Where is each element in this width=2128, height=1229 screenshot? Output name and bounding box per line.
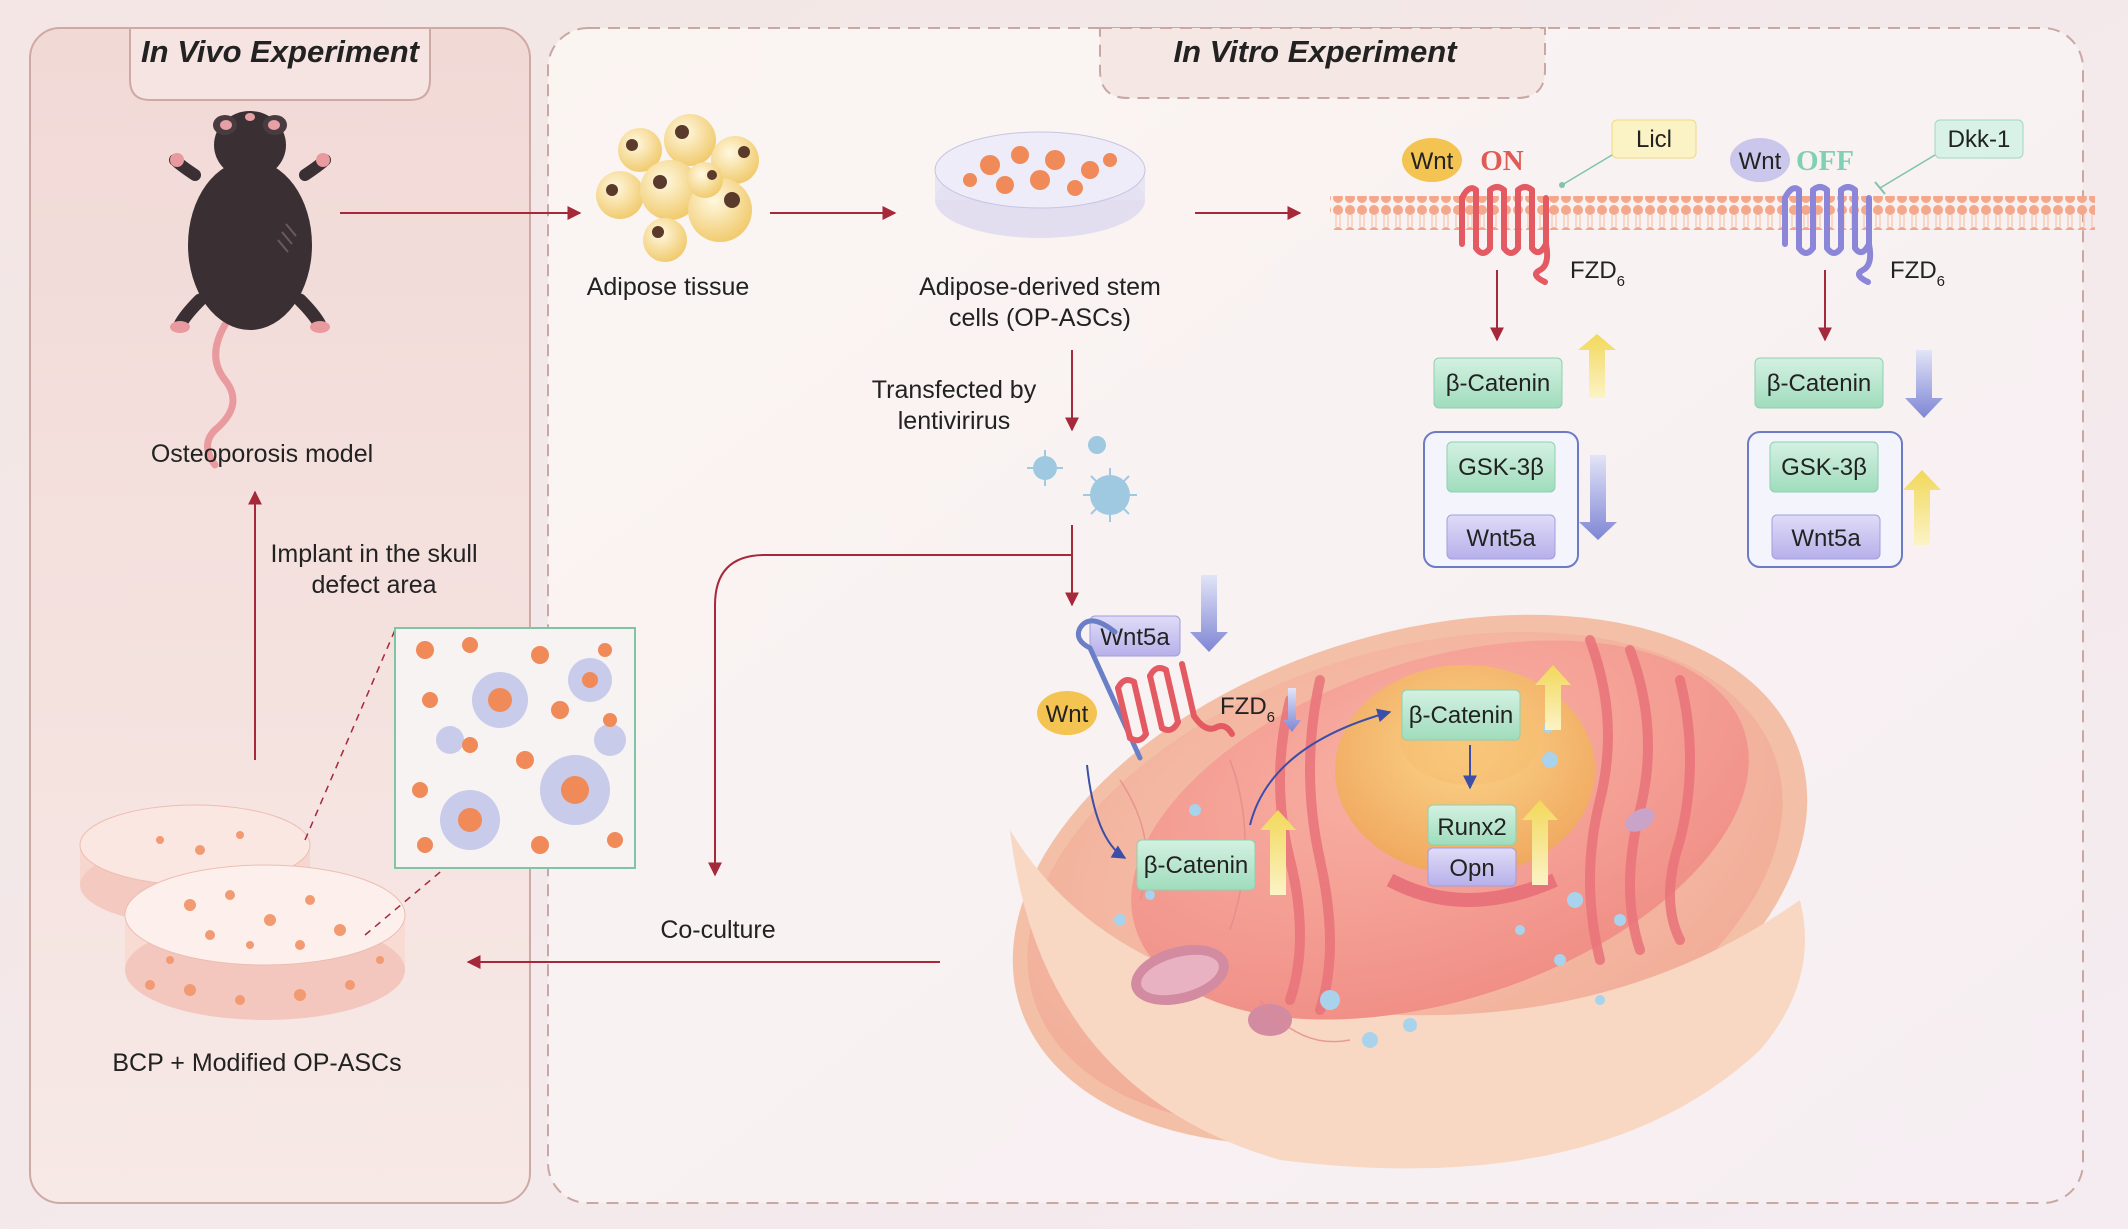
off-state-label: OFF bbox=[1796, 145, 1854, 177]
transfected-label-line1: Transfected by bbox=[872, 376, 1037, 404]
cell-wnt5a-box bbox=[1089, 615, 1181, 657]
cell-beta-catenin-nuc-label: β-Catenin bbox=[1409, 702, 1514, 729]
cell-flow-to-cytoplasm bbox=[1086, 764, 1127, 859]
runx2-box bbox=[1427, 804, 1517, 846]
adsc-label-line1: Adipose-derived stem bbox=[919, 273, 1161, 301]
cell-illustration bbox=[1010, 614, 1808, 1169]
pathway-off: Wnt OFF Dkk-1 FZD6 β-Catenin GSK-3β Wnt5… bbox=[1730, 119, 2024, 568]
virus-particles bbox=[1027, 436, 1137, 522]
licl-line bbox=[1561, 154, 1613, 186]
fzd6-receptor-on bbox=[1459, 184, 1551, 285]
dkk1-box bbox=[1934, 119, 2024, 159]
wnt-ligand-off bbox=[1730, 138, 1790, 182]
adsc-label-line2: cells (OP-ASCs) bbox=[949, 304, 1131, 332]
wnt-ligand-off-label: Wnt bbox=[1739, 148, 1782, 175]
osteoporosis-model-label: Osteoporosis model bbox=[151, 440, 373, 468]
petri-dish-illustration bbox=[934, 131, 1146, 238]
up-arrow-cell-nuc bbox=[1535, 665, 1571, 730]
coculture-branch-arrow bbox=[708, 554, 1072, 877]
cell-membrane bbox=[1330, 196, 2095, 230]
cell-fzd6-receptor bbox=[1115, 661, 1235, 744]
down-arrow-cell-wnt5a bbox=[1190, 575, 1228, 652]
adipose-tissue-label: Adipose tissue bbox=[587, 273, 750, 301]
cell-beta-catenin-nuc-box bbox=[1401, 689, 1521, 741]
runx2-label: Runx2 bbox=[1437, 814, 1506, 841]
down-arrow-beta-catenin-off bbox=[1905, 350, 1943, 418]
opn-box bbox=[1427, 847, 1517, 887]
fzd6-on-label: FZD6 bbox=[1570, 257, 1625, 290]
gsk3b-on-label: GSK-3β bbox=[1458, 454, 1544, 481]
bcp-scaffold bbox=[79, 804, 406, 1020]
coculture-label: Co-culture bbox=[660, 916, 775, 944]
zoom-line-bottom bbox=[364, 867, 446, 936]
antagonist-icon bbox=[1075, 618, 1143, 761]
wnt5a-on-box bbox=[1446, 514, 1556, 560]
dkk1-line bbox=[1879, 154, 1936, 189]
up-arrow-wnt5a-off bbox=[1903, 470, 1941, 545]
licl-label: Licl bbox=[1636, 126, 1672, 153]
up-arrow-cell-cyto bbox=[1260, 810, 1296, 895]
wnt-ligand-on-label: Wnt bbox=[1411, 148, 1454, 175]
fzd6-receptor-off bbox=[1782, 184, 1874, 285]
in-vitro-title: In Vitro Experiment bbox=[1173, 34, 1458, 69]
zoom-inset bbox=[394, 627, 636, 869]
wnt5a-on-label: Wnt5a bbox=[1466, 525, 1536, 552]
fzd6-off-label: FZD6 bbox=[1890, 257, 1945, 290]
implant-label-line2: defect area bbox=[311, 571, 436, 599]
beta-catenin-off-label: β-Catenin bbox=[1767, 370, 1872, 397]
pathway-on: Wnt ON Licl FZD6 β-Catenin GSK-3β Wnt5a bbox=[1402, 119, 1697, 568]
beta-catenin-off-box bbox=[1754, 357, 1884, 409]
up-arrow-beta-catenin-on bbox=[1578, 334, 1616, 398]
gsk3b-off-box bbox=[1769, 441, 1879, 493]
cell-fzd6-label: FZD6 bbox=[1220, 693, 1275, 726]
in-vitro-title-tab bbox=[1099, 27, 1546, 99]
cell-wnt-label: Wnt bbox=[1046, 701, 1089, 728]
cell-flow-to-nucleus bbox=[1249, 708, 1392, 826]
dkk1-label: Dkk-1 bbox=[1948, 126, 2011, 153]
bcp-label: BCP + Modified OP-ASCs bbox=[112, 1049, 401, 1077]
licl-box bbox=[1611, 119, 1697, 159]
mouse-illustration bbox=[169, 111, 331, 469]
adipose-tissue-illustration bbox=[596, 114, 759, 262]
beta-catenin-on-box bbox=[1433, 357, 1563, 409]
beta-catenin-on-label: β-Catenin bbox=[1446, 370, 1551, 397]
cell-beta-catenin-cyto-label: β-Catenin bbox=[1144, 852, 1249, 879]
down-arrow-cell-fzd6 bbox=[1283, 688, 1301, 732]
up-arrow-genes bbox=[1522, 800, 1558, 885]
in-vivo-title: In Vivo Experiment bbox=[141, 34, 421, 69]
cell-receptor-region: Wnt5a Wnt FZD6 β-Catenin β-Catenin Runx2… bbox=[1037, 575, 1571, 895]
wnt5a-off-box bbox=[1771, 514, 1881, 560]
in-vivo-title-tab bbox=[129, 27, 431, 101]
transfected-label-line2: lentivirirus bbox=[898, 407, 1011, 435]
down-arrow-gsk-on bbox=[1579, 455, 1617, 540]
on-state-label: ON bbox=[1480, 145, 1524, 177]
implant-label-line1: Implant in the skull bbox=[270, 540, 477, 568]
wnt-ligand-on bbox=[1402, 138, 1462, 182]
cell-beta-catenin-cyto-box bbox=[1136, 839, 1256, 891]
cell-wnt-ligand bbox=[1037, 691, 1097, 735]
wnt5a-off-label: Wnt5a bbox=[1791, 525, 1861, 552]
gsk3b-on-box bbox=[1446, 441, 1556, 493]
opn-label: Opn bbox=[1449, 855, 1494, 882]
gsk3b-off-label: GSK-3β bbox=[1781, 454, 1867, 481]
